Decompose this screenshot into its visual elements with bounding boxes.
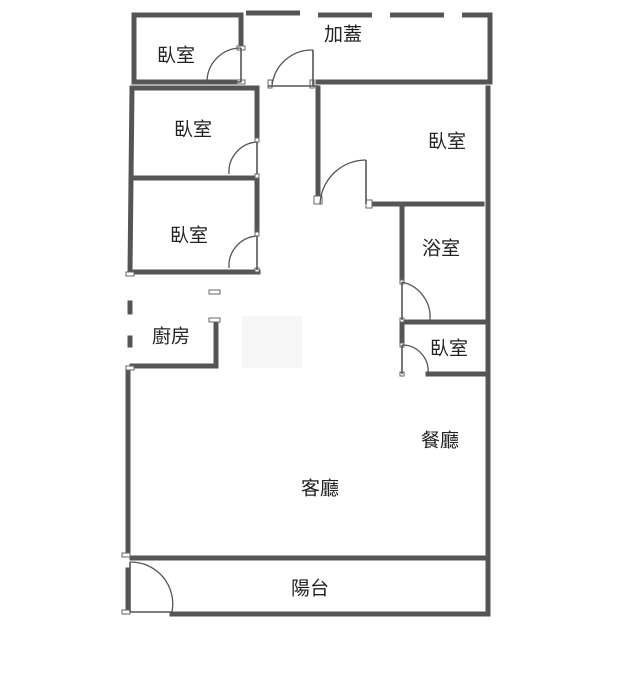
door-bathroom [399, 279, 431, 323]
room-label-bathroom: 浴室 [421, 237, 461, 260]
room-label-bedroom-top-left: 臥室 [156, 44, 196, 67]
kitchen-openings [125, 271, 221, 371]
room-label-bedroom-right: 臥室 [427, 130, 467, 153]
addition-top-wall [246, 10, 490, 18]
door-mid-left-bedroom [228, 137, 260, 179]
room-label-living: 客廳 [300, 477, 340, 500]
room-label-bedroom-mid-left: 臥室 [173, 118, 213, 141]
door-balcony [121, 552, 174, 615]
room-label-addition: 加蓋 [323, 23, 363, 46]
corridor-mark [242, 316, 302, 368]
room-label-kitchen: 廚房 [151, 325, 191, 348]
door-addition [267, 49, 318, 89]
room-label-bedroom-small: 臥室 [429, 337, 469, 360]
door-top-left-bedroom [206, 45, 246, 85]
room-label-bedroom-lower-left: 臥室 [169, 224, 209, 247]
door-small-bedroom [399, 342, 429, 377]
room-label-dining: 餐廳 [420, 429, 460, 452]
walls [125, 12, 493, 617]
door-right-bedroom [313, 159, 373, 209]
room-label-balcony: 陽台 [290, 577, 330, 600]
door-lower-left-bedroom [228, 231, 260, 273]
